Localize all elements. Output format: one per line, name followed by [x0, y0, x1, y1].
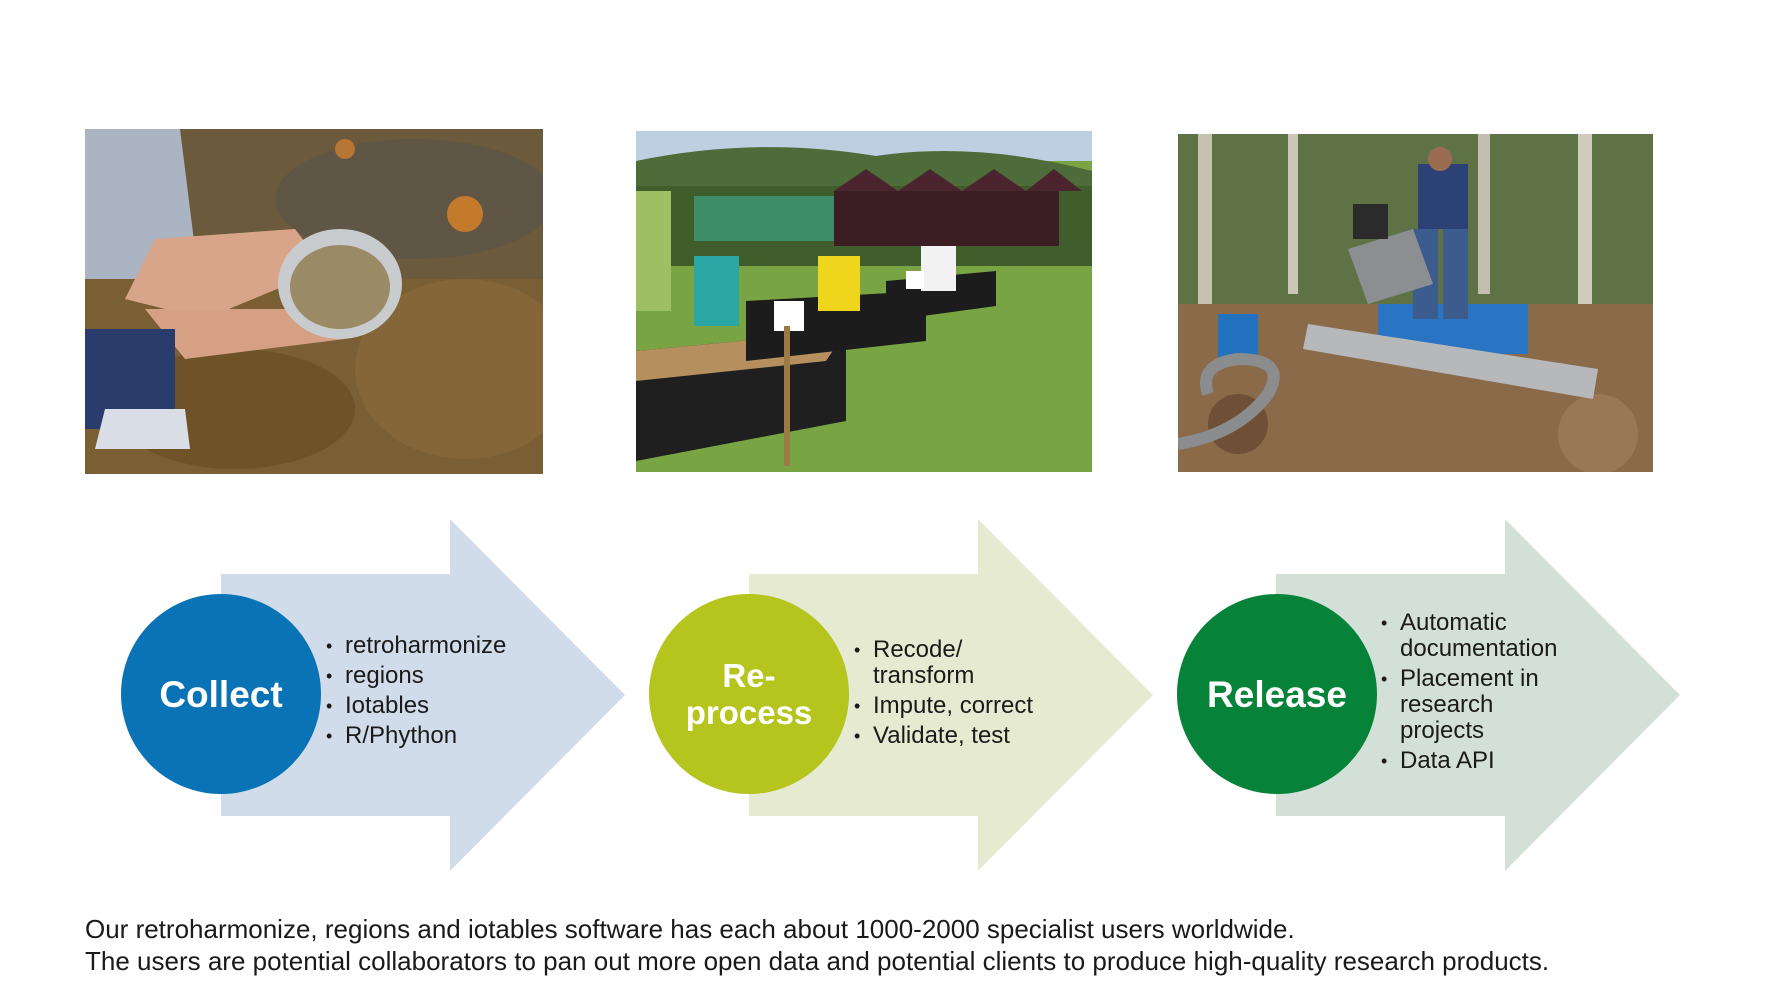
release-title: Release [1207, 673, 1347, 715]
list-item: Iotables [326, 693, 566, 720]
collect-title: Collect [159, 673, 283, 715]
sluice-box-photo [1178, 134, 1653, 472]
list-item: Recode/ transform [854, 637, 1114, 689]
list-item: Validate, test [854, 723, 1114, 750]
footer-line-2: The users are potential collaborators to… [85, 946, 1550, 976]
reprocess-title-line-1: Re- [722, 657, 776, 694]
list-item: Data API [1381, 748, 1621, 775]
footer-text: Our retroharmonize, regions and iotables… [85, 913, 1745, 977]
list-item: R/Phython [326, 723, 566, 750]
reprocess-circle: Re- process [649, 594, 849, 794]
release-bullet-list: Automatic documentation Placement in res… [1381, 610, 1621, 778]
footer-line-1: Our retroharmonize, regions and iotables… [85, 914, 1295, 944]
gold-panning-river-photo [85, 129, 543, 474]
list-item: retroharmonize [326, 633, 566, 660]
panning-competition-photo [636, 131, 1092, 472]
list-item: Automatic documentation [1381, 610, 1621, 662]
collect-bullet-list: retroharmonize regions Iotables R/Phytho… [326, 633, 566, 753]
reprocess-bullet-list: Recode/ transform Impute, correct Valida… [854, 637, 1114, 753]
release-circle: Release [1177, 594, 1377, 794]
list-item: Impute, correct [854, 693, 1114, 720]
reprocess-title-line-2: process [685, 694, 813, 731]
list-item: regions [326, 663, 566, 690]
list-item: Placement in research projects [1381, 666, 1621, 744]
collect-circle: Collect [121, 594, 321, 794]
